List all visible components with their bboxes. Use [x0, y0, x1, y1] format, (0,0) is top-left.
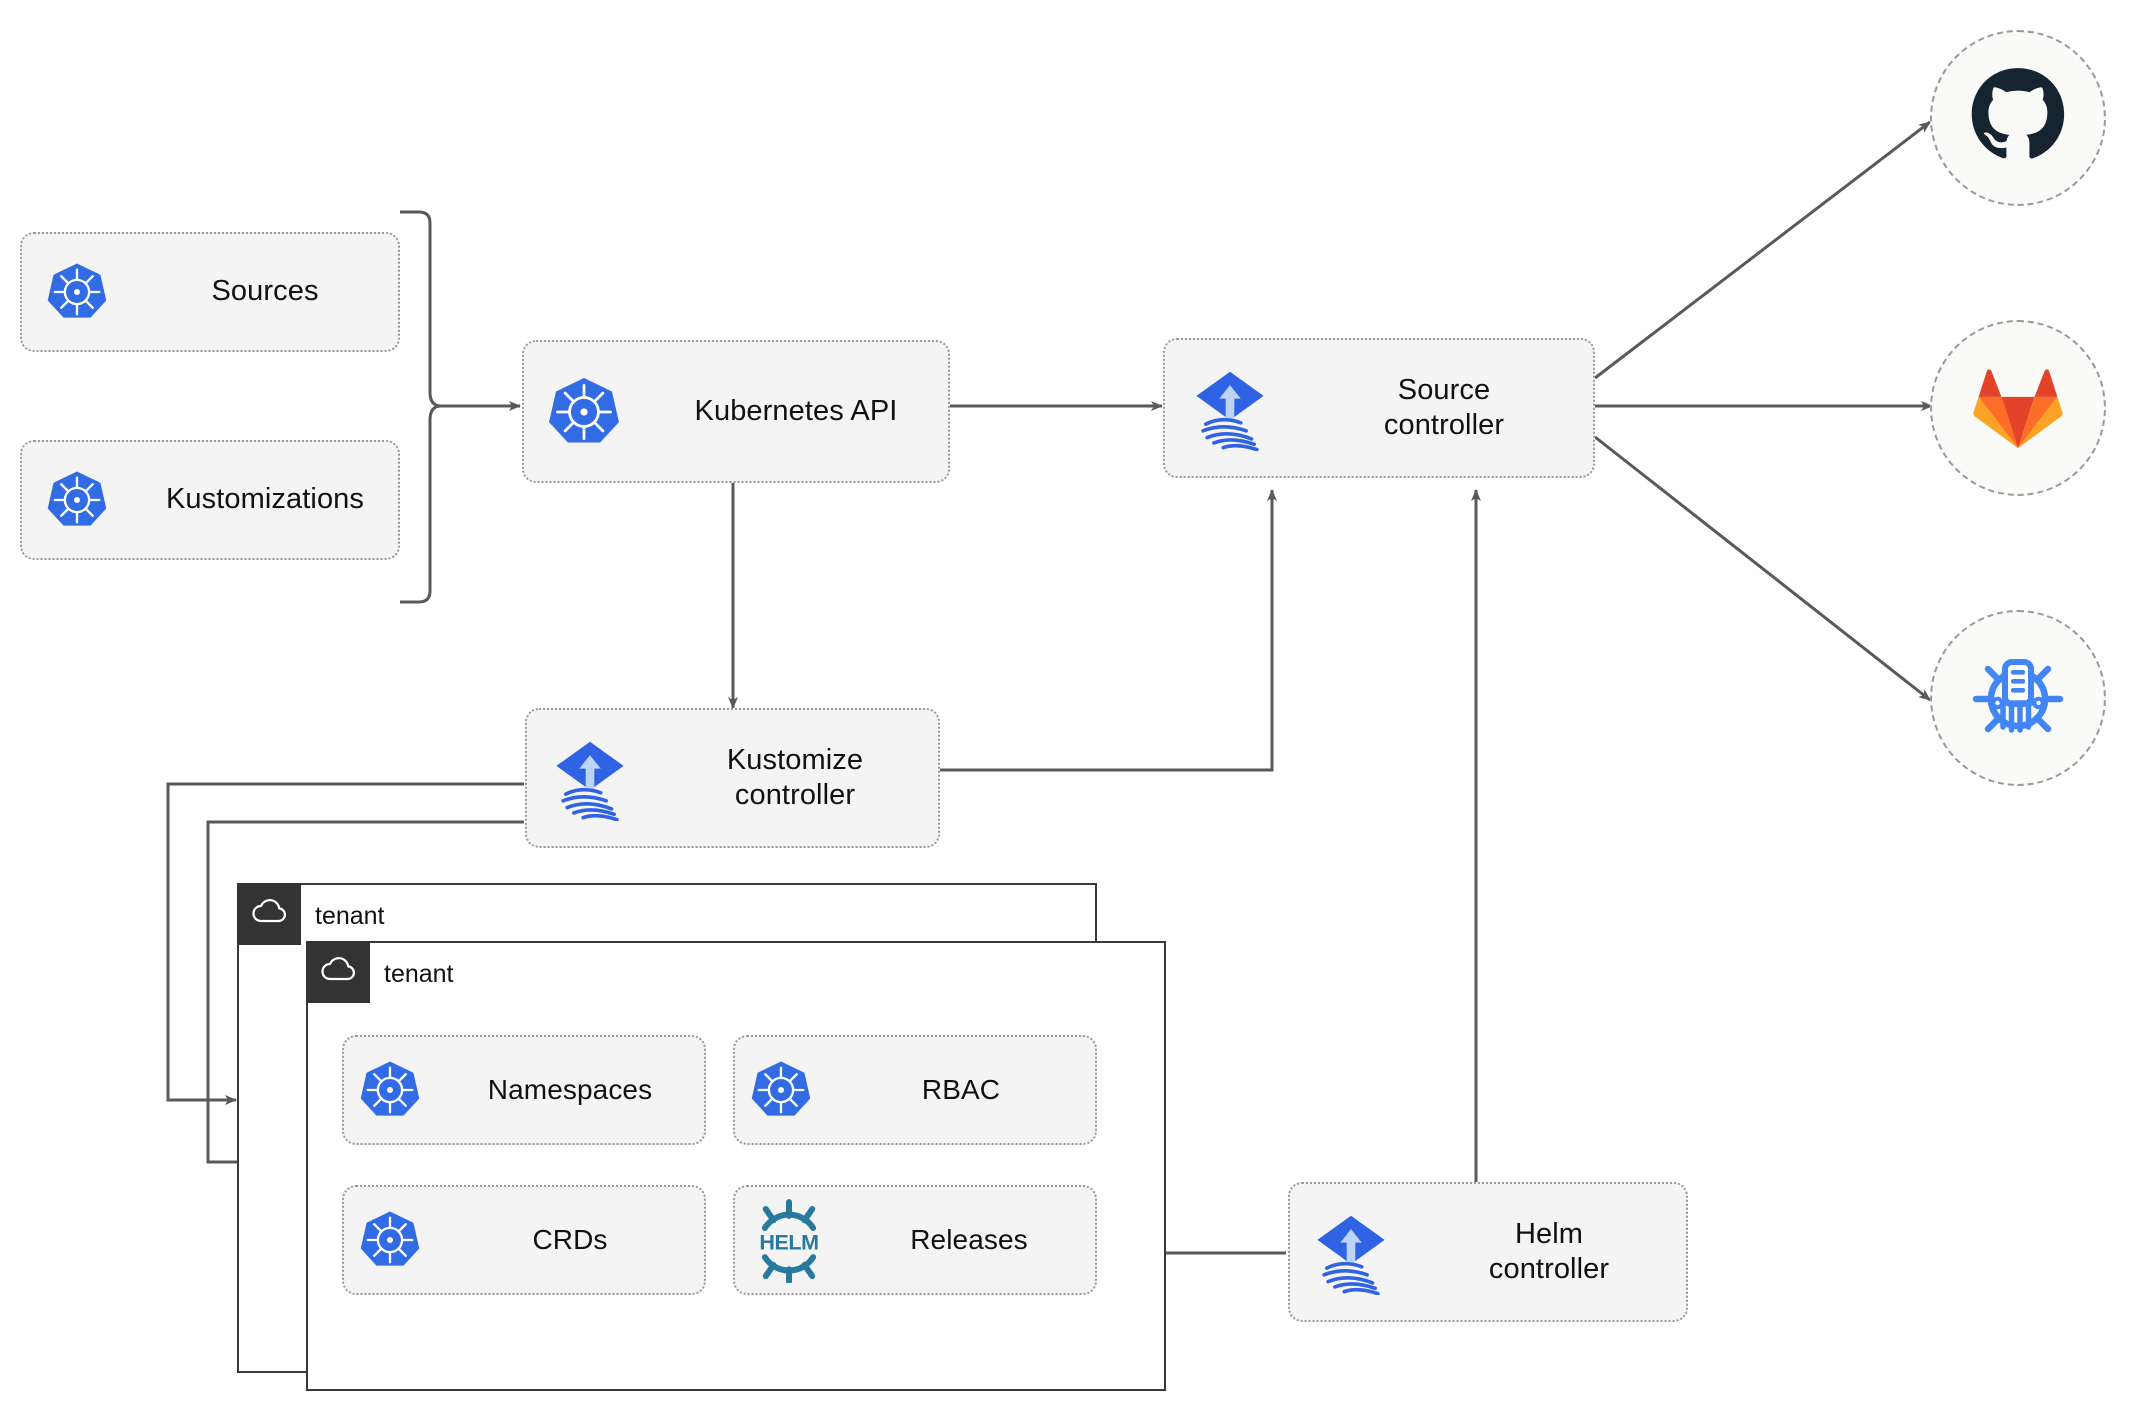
flux-icon: [527, 735, 652, 821]
edge-kustomize-tenant-1: [166, 782, 524, 1105]
kubernetes-icon: [344, 1209, 436, 1271]
github-icon: [1968, 66, 2068, 171]
node-label: Kustomizations: [165, 483, 365, 516]
node-kustomize-controller[interactable]: Kustomize controller: [525, 708, 940, 848]
provider-gitlab[interactable]: [1930, 320, 2106, 496]
kubernetes-icon: [22, 469, 132, 531]
kubernetes-icon: [344, 1059, 436, 1121]
inputs-bracket: [400, 210, 442, 604]
provider-github[interactable]: [1930, 30, 2106, 206]
node-label: Helm controller: [1488, 1217, 1610, 1285]
node-namespaces[interactable]: Namespaces: [342, 1035, 706, 1145]
bucket-icon: [1968, 646, 2068, 751]
node-rbac[interactable]: RBAC: [733, 1035, 1097, 1145]
gitlab-icon: [1972, 362, 2064, 455]
svg-text:HELM: HELM: [759, 1230, 818, 1254]
node-label: Namespaces: [487, 1073, 653, 1105]
node-sources[interactable]: Sources: [20, 232, 400, 352]
provider-bucket[interactable]: [1930, 610, 2106, 786]
node-label: Sources: [211, 275, 319, 308]
node-label: Releases: [910, 1223, 1028, 1255]
node-label: Source controller: [1383, 373, 1505, 441]
tenant-title: tenant: [315, 901, 385, 930]
kubernetes-icon: [22, 261, 132, 323]
node-kustomizations[interactable]: Kustomizations: [20, 440, 400, 560]
node-label: Kubernetes API: [694, 394, 898, 427]
node-releases[interactable]: HELM Releases: [733, 1185, 1097, 1295]
node-kubernetes-api[interactable]: Kubernetes API: [522, 340, 950, 483]
helm-icon: HELM: [735, 1197, 843, 1283]
node-source-controller[interactable]: Source controller: [1163, 338, 1595, 478]
tenant-tab: [236, 882, 301, 945]
node-label: Kustomize controller: [726, 743, 864, 811]
flux-icon: [1290, 1209, 1412, 1295]
kubernetes-icon: [735, 1059, 827, 1121]
cloud-icon: [251, 897, 291, 930]
edge-source-github: [1594, 120, 1931, 380]
cloud-icon: [320, 955, 360, 988]
edge-kustomize-source: [940, 489, 1277, 772]
node-label: RBAC: [921, 1073, 1001, 1105]
tenant-panel-inner[interactable]: tenant: [305, 940, 1166, 1391]
node-label: CRDs: [532, 1223, 608, 1255]
node-helm-controller[interactable]: Helm controller: [1288, 1182, 1688, 1322]
tenant-title: tenant: [384, 959, 454, 988]
tenant-tab: [305, 940, 370, 1003]
kubernetes-icon: [524, 375, 644, 449]
edge-source-bucket: [1594, 435, 1931, 702]
flux-icon: [1165, 365, 1295, 451]
node-crds[interactable]: CRDs: [342, 1185, 706, 1295]
